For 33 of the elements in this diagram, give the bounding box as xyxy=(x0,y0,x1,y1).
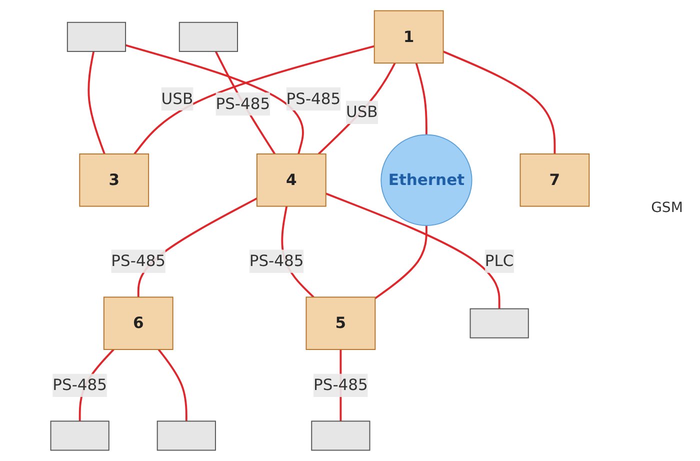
edge-label: PS-485 xyxy=(216,94,270,113)
connector xyxy=(442,50,556,154)
node-box xyxy=(66,22,126,52)
edge-label: USB xyxy=(161,89,194,108)
connector xyxy=(125,44,304,154)
edge-label: PS-485 xyxy=(52,376,108,394)
edge-label: USB xyxy=(346,102,378,122)
node-box xyxy=(311,420,370,451)
edge-label: PS-485 xyxy=(314,376,368,394)
edge-label: PS-485 xyxy=(111,252,166,270)
node-box: 3 xyxy=(79,153,150,207)
connector xyxy=(374,225,428,300)
edge-label: PS-485 xyxy=(286,89,341,108)
connector xyxy=(415,62,428,135)
node-box: 4 xyxy=(256,153,326,207)
connector xyxy=(158,348,188,422)
network-label: GSM xyxy=(650,200,684,216)
connector xyxy=(214,51,276,154)
node-box: 7 xyxy=(520,153,590,207)
edge-label: PLC xyxy=(484,252,514,270)
edge-label: PS-485 xyxy=(249,252,304,270)
connector xyxy=(318,62,396,155)
node-box: 1 xyxy=(374,10,444,64)
node-box xyxy=(50,420,110,451)
connector xyxy=(88,51,106,154)
connector xyxy=(326,192,500,309)
node-box: 6 xyxy=(103,296,174,350)
connector xyxy=(134,45,375,155)
node-box xyxy=(178,22,238,52)
node-box xyxy=(156,420,216,451)
node-circle: Ethernet xyxy=(380,134,472,226)
node-box: 5 xyxy=(306,296,376,350)
node-box xyxy=(470,308,529,338)
